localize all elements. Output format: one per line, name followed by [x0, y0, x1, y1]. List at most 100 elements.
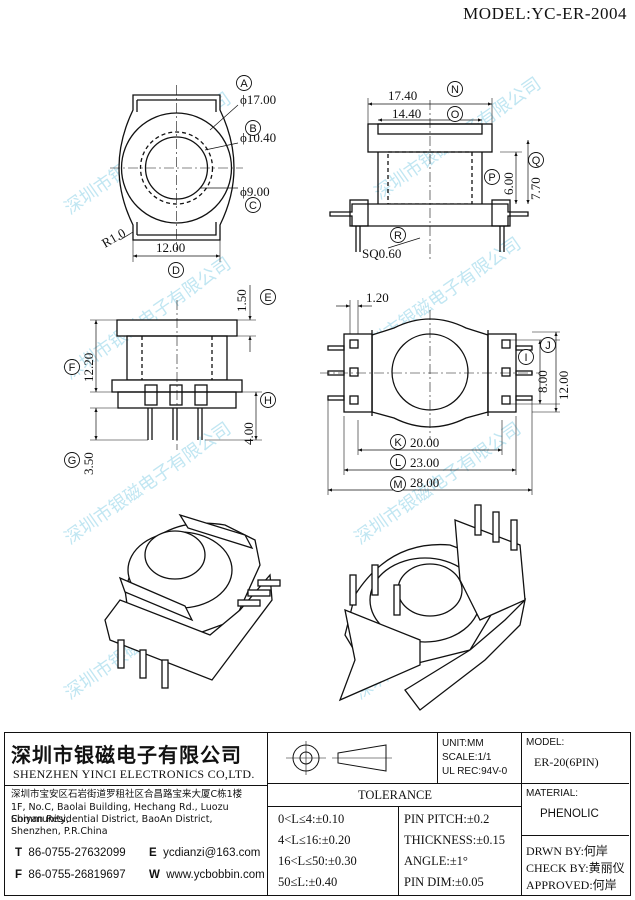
tolerance-right-3: PIN DIM:±0.05: [404, 875, 484, 889]
callout-circle-e: [260, 289, 276, 305]
dim-r1: R1.0: [99, 225, 128, 250]
email-value: ycdianzi@163.com: [163, 847, 261, 859]
callout-label-r: R: [394, 230, 402, 242]
callout-circle-h: [260, 392, 276, 408]
web-row: W www.ycbobbin.com: [149, 869, 265, 881]
callout-circle-l: [390, 454, 406, 470]
callout-label-o: O: [451, 109, 460, 121]
dim-w1440: 14.40: [392, 106, 421, 121]
fax-value: 86-0755-26819697: [28, 869, 126, 881]
callout-circle-i: [518, 349, 534, 365]
front-view: [90, 285, 262, 450]
dim-h1200: 12.00: [556, 371, 571, 400]
dim-w2000: 20.00: [410, 435, 439, 450]
callout-label-f: F: [69, 362, 76, 374]
tolerance-right-0: PIN PITCH:±0.2: [404, 812, 490, 826]
callout-label-b: B: [249, 123, 256, 135]
projection-symbol-cell: [267, 733, 437, 783]
callout-label-g: G: [68, 455, 77, 467]
material-label: MATERIAL:: [526, 788, 579, 799]
dim-d9: ϕ9.00: [240, 184, 270, 199]
email-label: E: [149, 847, 157, 859]
material-cell: MATERIAL: PHENOLIC: [521, 783, 629, 835]
company-panel: 深圳市银磁电子有限公司 SHENZHEN YINCI ELECTRONICS C…: [5, 733, 267, 895]
callout-label-l: L: [395, 457, 401, 469]
divider: [268, 806, 522, 807]
tolerance-left-2: 16<L≤50:±0.30: [278, 854, 357, 868]
dim-sq: SQ0.60: [362, 246, 401, 261]
callout-circle-a: [236, 75, 252, 91]
tolerance-left-0: 0<L≤4:±0.10: [278, 812, 345, 826]
dim-h150: 1.50: [234, 289, 249, 312]
callout-label-q: Q: [532, 155, 541, 167]
tel-row: T 86-0755-27632099: [15, 847, 126, 859]
address-en-2: Shiyan Residential District, BaoAn Distr…: [11, 814, 213, 825]
callout-circle-j: [540, 337, 556, 353]
tolerance-right-1: THICKNESS:±0.15: [404, 833, 505, 847]
dim-h770: 7.70: [528, 177, 543, 200]
dim-d17: ϕ17.00: [240, 92, 276, 107]
scale-text: SCALE:1/1: [442, 752, 492, 763]
callout-label-p: P: [488, 172, 495, 184]
callout-circle-c: [245, 197, 261, 213]
dim-h400: 4.00: [241, 422, 256, 445]
signature-cell: DRWN BY:何岸 CHECK BY:黄丽仪 APPROVED:何岸: [521, 835, 629, 895]
callout-label-c: C: [249, 200, 257, 212]
side-view: [329, 98, 530, 260]
callout-label-d: D: [172, 265, 180, 277]
callout-label-h: H: [264, 395, 272, 407]
callout-circle-f: [64, 359, 80, 375]
tolerance-title: TOLERANCE: [357, 788, 433, 802]
tel-label: T: [15, 847, 23, 859]
callout-circle-k: [390, 434, 406, 450]
tolerance-left-3: 50≤L:±0.40: [278, 875, 338, 889]
address-cn: 深圳市宝安区石岩街道罗租社区合昌路宝来大厦C栋1楼: [11, 789, 243, 800]
fax-row: F 86-0755-26819697: [15, 869, 126, 881]
model-value: ER-20(6PIN): [534, 755, 599, 769]
callout-circle-p: [484, 169, 500, 185]
tolerance-right-2: ANGLE:±1°: [404, 854, 468, 868]
callout-label-e: E: [264, 292, 271, 304]
callout-circle-m: [390, 476, 406, 492]
address-en-1: 1F, No.C, Baolai Building, Hechang Rd., …: [11, 802, 229, 825]
model-label: MODEL:: [526, 737, 565, 748]
callout-circle-r: [390, 227, 406, 243]
callout-label-i: I: [524, 352, 527, 364]
title-block: 深圳市银磁电子有限公司 SHENZHEN YINCI ELECTRONICS C…: [4, 732, 631, 896]
callout-circle-o: [447, 106, 463, 122]
unit-cell: UNIT:MM SCALE:1/1 UL REC:94V-0: [437, 733, 521, 783]
callout-circle-g: [64, 452, 80, 468]
callout-label-a: A: [240, 78, 248, 90]
dim-h600: 6.00: [501, 172, 516, 195]
bottom-view: [320, 300, 560, 495]
top-view: [110, 85, 243, 262]
dim-w1740: 17.40: [388, 88, 417, 103]
isometric-view-right: [338, 504, 527, 711]
divider: [398, 806, 399, 896]
fax-label: F: [15, 869, 23, 881]
unit-text: UNIT:MM: [442, 738, 484, 749]
callout-circle-q: [528, 152, 544, 168]
divider: [5, 785, 267, 786]
material-value: PHENOLIC: [540, 808, 599, 820]
callout-circle-d: [168, 262, 184, 278]
dim-w12: 12.00: [156, 240, 185, 255]
dim-h800: 8.00: [535, 370, 550, 393]
isometric-view-left: [104, 513, 281, 689]
web-value: www.ycbobbin.com: [166, 869, 265, 881]
callout-label-j: J: [545, 340, 551, 352]
tolerance-panel: TOLERANCE 0<L≤4:±0.10 4<L≤16:±0.20 16<L≤…: [267, 783, 522, 896]
company-name-en: SHENZHEN YINCI ELECTRONICS CO,LTD.: [13, 767, 255, 781]
company-name-cn: 深圳市银磁电子有限公司: [11, 743, 242, 767]
model-cell: MODEL: ER-20(6PIN): [521, 733, 629, 783]
callout-circle-n: [447, 81, 463, 97]
callout-label-m: M: [393, 479, 402, 491]
callout-circle-b: [245, 120, 261, 136]
ul-text: UL REC:94V-0: [442, 766, 508, 777]
dim-h350: 3.50: [81, 452, 96, 475]
dim-w120: 1.20: [366, 290, 389, 305]
web-label: W: [149, 869, 160, 881]
approved-by: APPROVED:何岸: [526, 878, 617, 892]
email-row: E ycdianzi@163.com: [149, 847, 260, 859]
